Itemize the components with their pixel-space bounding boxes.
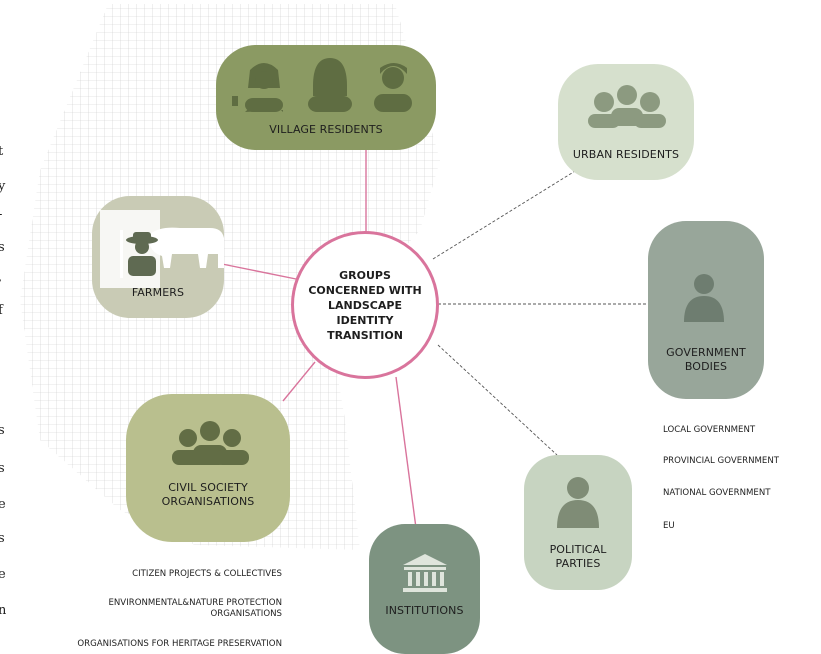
civil-subgroup: CITIZEN PROJECTS & COLLECTIVES xyxy=(132,569,282,579)
government-subgroup: PROVINCIAL GOVERNMENT xyxy=(663,456,780,466)
cropped-text-fragment: t xyxy=(0,144,4,159)
connector-political xyxy=(437,344,558,456)
connector-urban xyxy=(432,167,581,260)
cropped-text-fragment: e xyxy=(0,567,6,582)
government-subgroup: NATIONAL GOVERNMENT xyxy=(663,488,771,498)
political-parties-icon xyxy=(557,477,599,528)
cropped-text-fragment: s xyxy=(0,423,5,438)
cropped-text-fragment: e xyxy=(0,497,6,512)
cropped-text-fragment: s xyxy=(0,240,5,255)
connector-institutions xyxy=(395,376,417,529)
farmers-label: FARMERS xyxy=(131,286,185,299)
urban-residents-icon xyxy=(588,85,666,128)
government-bodies-label: GOVERNMENT BODIES xyxy=(666,346,746,373)
village-residents-icon xyxy=(232,58,412,112)
cropped-text-fragment: n xyxy=(0,603,7,618)
cropped-text-fragment: y xyxy=(0,179,6,194)
farmers-icon xyxy=(100,210,224,288)
cropped-text-fragment: s xyxy=(0,461,5,476)
civil-society-icon xyxy=(172,421,249,465)
cropped-text-fragment: s xyxy=(0,531,5,546)
government-bodies-icon xyxy=(684,274,724,322)
government-subgroup: LOCAL GOVERNMENT xyxy=(663,425,756,435)
civil-society-node xyxy=(126,394,290,542)
cropped-text-fragment: - xyxy=(0,208,2,222)
connector-farmers xyxy=(221,263,302,281)
institutions-icon xyxy=(403,554,447,592)
central-topic-label: GROUPS CONCERNED WITH LANDSCAPE IDENTITY… xyxy=(308,268,422,342)
civil-society-label: CIVIL SOCIETY ORGANISATIONS xyxy=(161,481,255,508)
cropped-text-fragment: f xyxy=(0,303,3,318)
civil-subgroup: ORGANISATIONS FOR HERITAGE PRESERVATION xyxy=(77,639,282,649)
government-subgroup: EU xyxy=(663,521,675,531)
institutions-label: INSTITUTIONS xyxy=(385,604,464,617)
village-residents-label: VILLAGE RESIDENTS xyxy=(269,123,383,136)
political-parties-label: POLITICAL PARTIES xyxy=(549,543,607,570)
urban-residents-label: URBAN RESIDENTS xyxy=(572,148,680,161)
civil-subgroup: ORGANISATIONS xyxy=(210,609,283,619)
civil-subgroup: ENVIRONMENTAL&NATURE PROTECTION xyxy=(108,598,282,608)
cropped-text-fragment: , xyxy=(0,271,2,285)
central-topic: GROUPS CONCERNED WITH LANDSCAPE IDENTITY… xyxy=(291,231,439,379)
connector-civil xyxy=(282,361,316,402)
